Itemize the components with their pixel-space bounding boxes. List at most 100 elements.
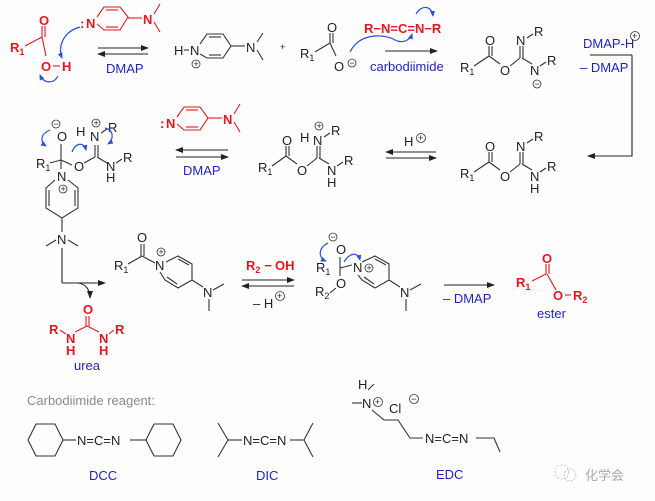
dcc-label: DCC xyxy=(89,468,117,483)
plus-charge: + xyxy=(375,397,380,407)
anionic-n: N xyxy=(530,63,539,78)
dmap-lone-pair: : xyxy=(160,116,164,131)
dic-formula: N=C=N xyxy=(243,433,286,448)
r-group: R xyxy=(534,129,543,144)
curly-arrow xyxy=(39,74,59,83)
amine-h: H xyxy=(106,170,115,185)
r-group: R xyxy=(331,123,340,138)
ester: R1 O O R2 ester xyxy=(516,251,587,321)
amine-h: H xyxy=(327,175,336,190)
minus-charge: − xyxy=(350,58,355,68)
edc-structure: H N + Cl − N=C=N EDC xyxy=(352,377,501,482)
edc-label: EDC xyxy=(436,467,463,482)
acid-carbonyl-o: O xyxy=(39,13,49,28)
minus-charge: − xyxy=(331,232,336,242)
acid-r1: R1 xyxy=(10,40,24,57)
ester-label: ester xyxy=(537,306,567,321)
curly-arrow xyxy=(319,242,329,262)
ester-o: O xyxy=(553,288,563,303)
r-group: R xyxy=(108,120,117,135)
proton-loss-label: – H xyxy=(253,296,273,311)
o-acylisourea-anion: R1 O O N R N R − xyxy=(460,24,556,89)
amine-n: N xyxy=(106,159,115,174)
minus-charge: − xyxy=(54,119,59,129)
r2: R2 xyxy=(315,284,329,301)
urea-n: N xyxy=(66,331,75,346)
r-group: R xyxy=(123,150,132,165)
plus-charge: + xyxy=(317,121,322,131)
r-group: R xyxy=(49,322,59,337)
dmap-equilibrium: DMAP xyxy=(175,147,229,178)
r1: R1 xyxy=(516,275,530,292)
alcohol-equilibrium: R2−OH – H + xyxy=(241,258,295,311)
pyridinium-n: N xyxy=(353,260,362,275)
elimination-arrow: – DMAP xyxy=(443,282,495,306)
plus-charge: + xyxy=(159,247,164,257)
dmap-ring-n: N xyxy=(86,16,95,31)
ether-o: O xyxy=(336,276,346,291)
carbonyl-o: O xyxy=(485,33,495,48)
ester-o: O xyxy=(500,63,510,78)
alkoxide-o: O xyxy=(336,242,346,257)
plus-charge: + xyxy=(418,133,423,143)
dic-structure: N=C=N DIC xyxy=(217,422,314,483)
r1: R1 xyxy=(460,166,474,183)
dic-label: DIC xyxy=(256,468,278,483)
carbodiimide-formula: R−N=C=N−R xyxy=(364,21,442,36)
dmap-nucleophile-2: : N N xyxy=(160,103,241,133)
ester-o: O xyxy=(297,163,307,178)
curly-arrow xyxy=(57,26,81,59)
urea-h: H xyxy=(99,343,108,358)
ring-n: N xyxy=(190,43,199,58)
h-atom: H xyxy=(174,43,183,58)
urea-h: H xyxy=(66,343,75,358)
iminium-n: N xyxy=(90,129,99,144)
watermark-text: 化学会 xyxy=(585,468,624,483)
h-atom: H xyxy=(300,130,309,145)
curly-arrow xyxy=(71,143,88,153)
amine-h: H xyxy=(530,181,539,196)
edc-h: H xyxy=(358,377,367,392)
carbonyl-o: O xyxy=(542,251,552,266)
minus-charge: − xyxy=(411,394,416,404)
curly-arrow xyxy=(349,33,413,53)
urea-o: O xyxy=(83,302,93,317)
tetrahedral-intermediate-2: − O R1 O R2 N + N xyxy=(315,232,422,311)
dmap-amine-n: N xyxy=(223,112,232,127)
r1: R1 xyxy=(36,156,50,173)
r1: R1 xyxy=(114,258,128,275)
curly-arrow xyxy=(343,253,362,263)
r1: R1 xyxy=(300,46,314,63)
carbonyl-o: O xyxy=(485,139,495,154)
curly-arrow xyxy=(104,127,114,145)
minus-dmap-label: – DMAP xyxy=(443,291,491,306)
dmap-nucleophile: : N N xyxy=(80,3,161,33)
dmap-h-plus: H N + N xyxy=(174,32,264,69)
dmap-lone-pair: : xyxy=(80,16,84,31)
urea-n: N xyxy=(99,331,108,346)
edc-n: N xyxy=(362,396,371,411)
ester-o: O xyxy=(500,169,510,184)
plus-charge: + xyxy=(367,263,372,273)
protonated-o-acylisourea: R1 O O H N + R N H R xyxy=(258,121,353,190)
r1: R1 xyxy=(460,60,474,77)
tetrahedral-intermediate: − O R1 O H N + R N H R N + N xyxy=(36,118,132,247)
plus-charge: + xyxy=(632,31,637,41)
acid-hydroxyl-h: H xyxy=(62,59,71,74)
r1: R1 xyxy=(258,160,272,177)
plus-charge: + xyxy=(61,184,66,194)
alkoxide-o: O xyxy=(57,129,67,144)
imine-n: N xyxy=(516,139,525,154)
watermark: 化学会 xyxy=(554,464,624,483)
reagents-heading: Carbodiimide reagent: xyxy=(27,393,155,408)
plus-charge: + xyxy=(194,59,199,69)
edc-chloride: Cl xyxy=(389,401,401,416)
carbodiimide-label: carbodiimide xyxy=(370,59,444,74)
pyridinium-n: N xyxy=(155,258,164,273)
carbonyl-o: O xyxy=(137,230,147,245)
carboxylate: R1 O O − xyxy=(300,20,357,74)
curly-arrow xyxy=(415,6,435,17)
fragmentation-arrow xyxy=(61,248,106,299)
acylpyridinium: O R1 N + N xyxy=(114,230,225,311)
